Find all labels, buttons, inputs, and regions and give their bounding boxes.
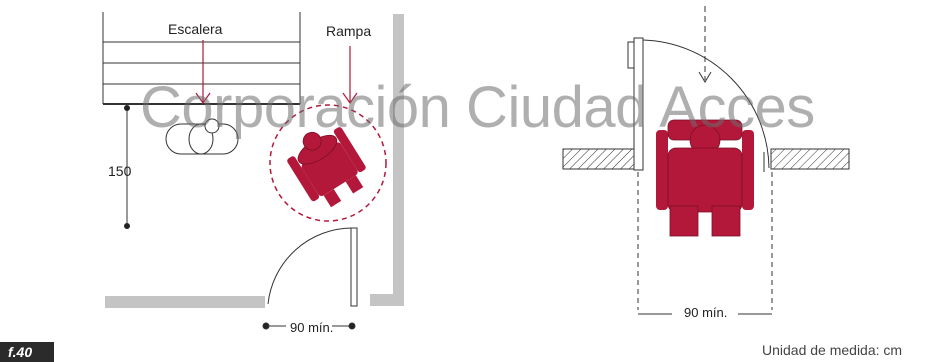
wheelchair-user-rotated xyxy=(287,127,366,208)
turning-circle xyxy=(269,104,387,222)
person-top-view xyxy=(165,118,239,155)
depth-dimension xyxy=(124,105,130,229)
stair xyxy=(102,12,301,105)
left-plan xyxy=(102,12,404,330)
door-width-dimension-left xyxy=(262,322,356,330)
door-left xyxy=(267,227,358,307)
ramp-arrow xyxy=(342,46,358,105)
wall-right-hatched xyxy=(770,148,850,170)
door-width-label-left: 90 mín. xyxy=(290,320,334,335)
door-width-label-right: 90 mín. xyxy=(684,305,728,320)
figure-badge: f.40 xyxy=(0,342,54,362)
watermark-text: Corporación Ciudad Acces xyxy=(140,75,815,140)
clearance-lines xyxy=(637,172,773,310)
ramp-label: Rampa xyxy=(326,23,372,39)
wall-left-hatched xyxy=(562,148,644,170)
right-plan xyxy=(562,6,850,315)
entry-arrow xyxy=(698,6,712,83)
depth-label: 150 xyxy=(108,163,132,179)
walls xyxy=(105,14,404,308)
wheelchair-user-front xyxy=(656,119,754,237)
stair-label: Escalera xyxy=(168,21,223,37)
unit-note: Unidad de medida: cm xyxy=(762,342,903,358)
door-right xyxy=(627,37,770,172)
